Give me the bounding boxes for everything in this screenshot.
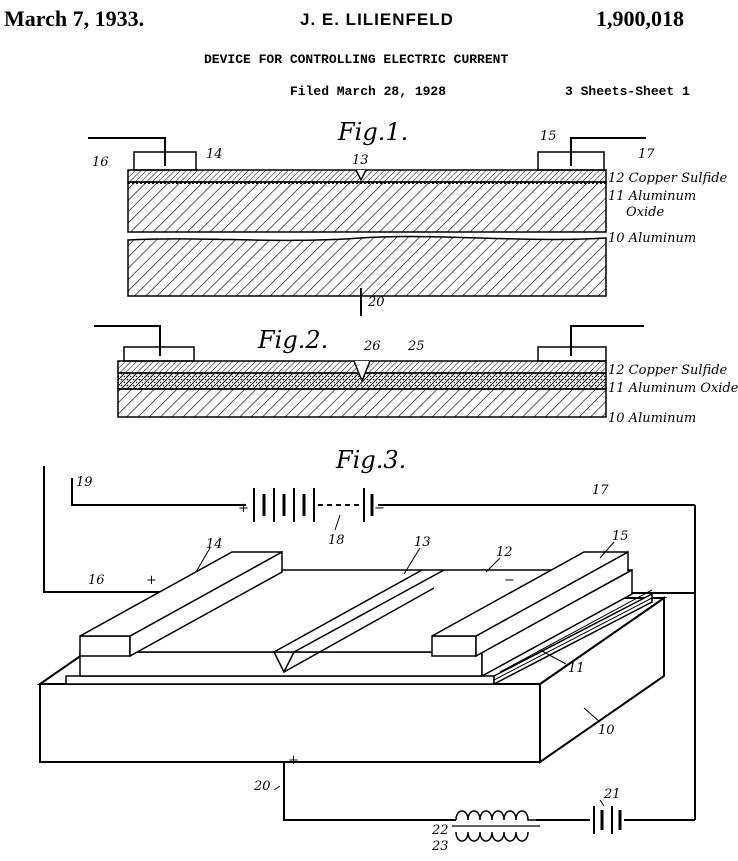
ref-11-fig3: 11: [568, 661, 585, 676]
ref-25: 25: [407, 339, 425, 354]
ref-13: 13: [352, 153, 369, 168]
ref-14-fig3: 14: [206, 537, 223, 552]
battery-plus-18: +: [238, 501, 249, 516]
sheet-count: 3 Sheets-Sheet 1: [565, 84, 690, 99]
ref-18: 18: [328, 533, 345, 548]
battery-minus-18: −: [374, 501, 385, 516]
battery-21: [593, 806, 622, 834]
copper-sulfide-layer: [127, 169, 607, 183]
ref-19: 19: [76, 475, 93, 490]
patent-number: 1,900,018: [596, 6, 684, 31]
fig2-aluminum: [117, 388, 607, 418]
figure-3: Fig.3.: [36, 446, 696, 854]
fig2-wire-right: [570, 325, 644, 356]
plus-sign-20: +: [288, 753, 299, 768]
electrode-15-fig3: [431, 550, 629, 658]
label-oxide: Oxide: [626, 205, 664, 220]
label-aluminum: 10 Aluminum: [608, 231, 696, 246]
figure-1: Fig.1. 16 14 13 15 17 12 Copper Sulfide …: [88, 118, 728, 316]
inventor-name: J. E. LILIENFELD: [300, 10, 454, 29]
wire-19: [71, 478, 246, 506]
aluminum-oxide-layer: [127, 181, 607, 233]
ref-23: 23: [431, 839, 449, 854]
groove-13: [273, 569, 445, 674]
fig1-caption: Fig.1.: [337, 118, 408, 146]
ref-17-fig3: 17: [592, 483, 609, 498]
ref-22: 22: [431, 823, 449, 838]
fig2-wire-left: [94, 325, 161, 356]
electrode-14-fig3: [79, 550, 283, 658]
wire-17: [570, 137, 646, 166]
label-aluminum-oxide: 11 Aluminum: [608, 189, 696, 204]
patent-title: DEVICE FOR CONTROLLING ELECTRIC CURRENT: [204, 52, 509, 67]
aluminum-base: [127, 235, 607, 297]
coil-22-23: [452, 810, 540, 842]
figure-2: Fig.2. 26 25 12 Copper Sulfide 11 Alumin…: [94, 325, 738, 426]
plus-sign: +: [146, 573, 157, 588]
wire-16-fig3: [43, 466, 184, 593]
ref-15: 15: [540, 129, 557, 144]
ref-10-fig3: 10: [598, 723, 615, 738]
ref-21: 21: [603, 787, 621, 802]
fig2-label-aluminum: 10 Aluminum: [608, 411, 696, 426]
fig3-caption: Fig.3.: [335, 446, 406, 474]
ref-20-fig3: 20: [253, 779, 271, 794]
wire-16: [88, 137, 166, 166]
fig2-label-aluminum-oxide: 11 Aluminum Oxide: [608, 381, 738, 396]
fig2-label-copper-sulfide: 12 Copper Sulfide: [608, 363, 728, 378]
ref-15-fig3: 15: [612, 529, 629, 544]
fig2-caption: Fig.2.: [257, 326, 328, 354]
ref-14: 14: [206, 147, 223, 162]
ref-17: 17: [638, 147, 655, 162]
wire-20-fig3: [283, 762, 456, 821]
ref-16-fig3: 16: [88, 573, 105, 588]
patent-date: March 7, 1933.: [4, 6, 145, 31]
battery-18: [253, 488, 374, 531]
filing-date: Filed March 28, 1928: [290, 84, 447, 99]
ref-16: 16: [92, 155, 109, 170]
ref-13-fig3: 13: [414, 535, 431, 550]
ref-20: 20: [367, 295, 385, 310]
ref-26: 26: [363, 339, 381, 354]
minus-sign: −: [504, 573, 515, 588]
ref-12-fig3: 12: [496, 545, 513, 560]
label-copper-sulfide: 12 Copper Sulfide: [608, 171, 728, 186]
